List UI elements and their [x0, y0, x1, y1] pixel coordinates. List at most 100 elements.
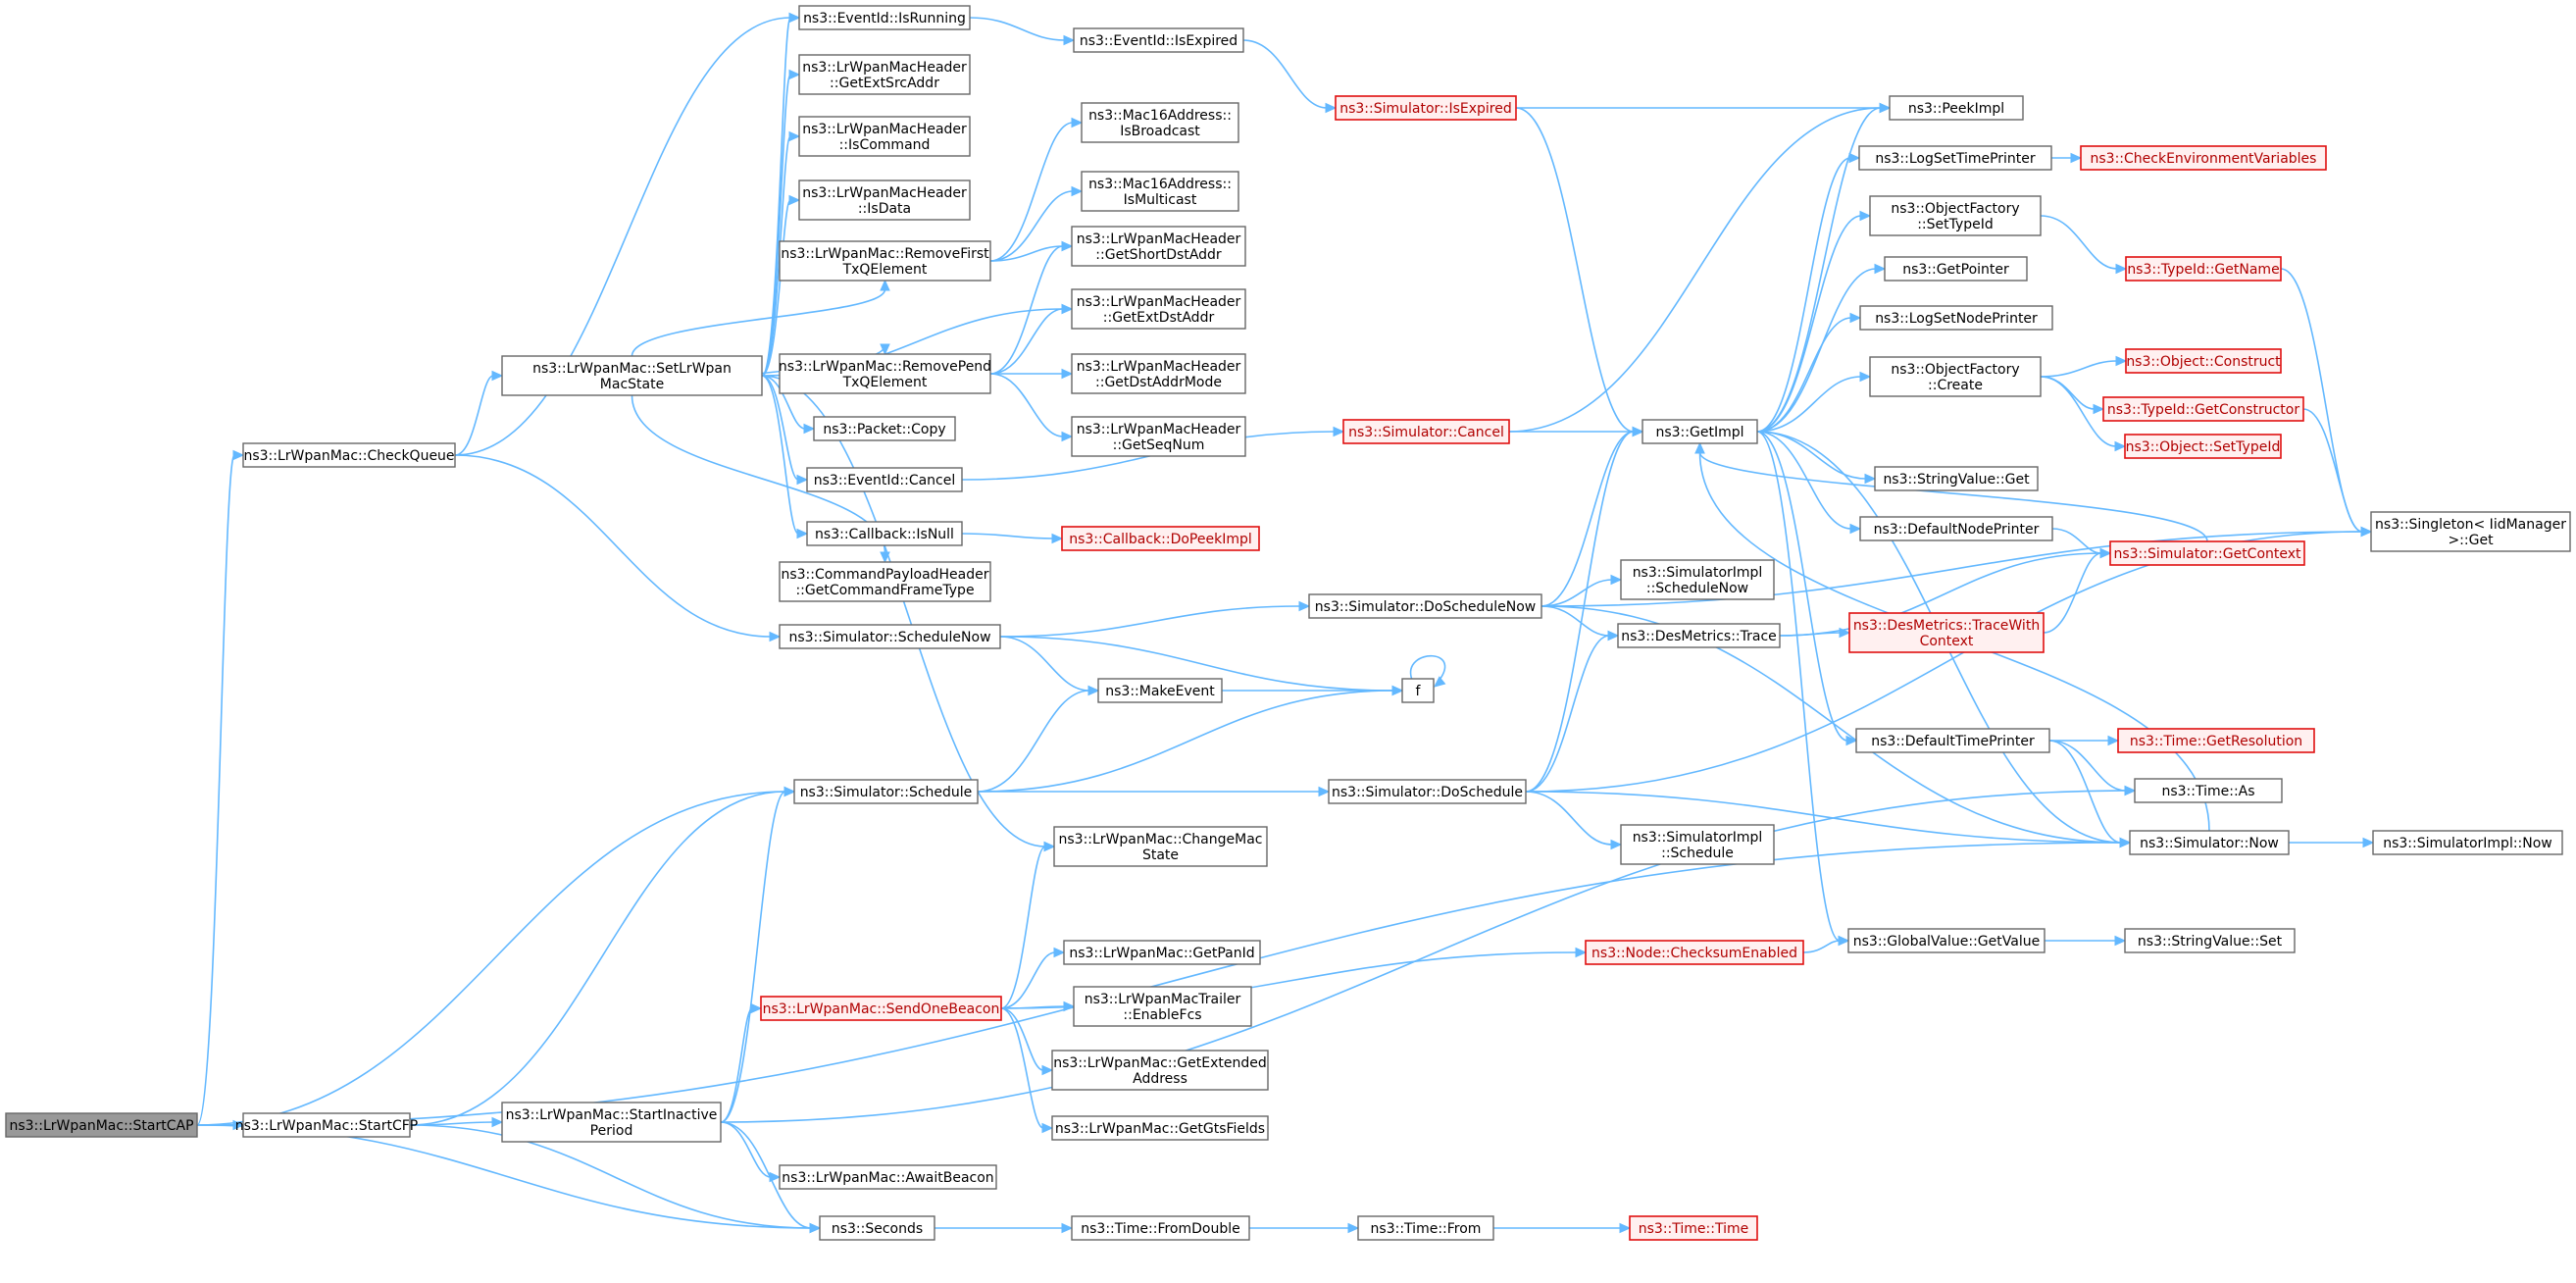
node-cbisnull[interactable]: ns3::Callback::IsNull [806, 521, 963, 546]
edge-arrowhead [788, 12, 801, 24]
node-getresolution[interactable]: ns3::Time::GetResolution [2117, 728, 2315, 753]
edge-line [720, 790, 2127, 1123]
node-label: ns3::EventId::IsExpired [1080, 33, 1237, 49]
node-cmdframetype[interactable]: ns3::CommandPayloadHeader::GetCommandFra… [779, 561, 991, 602]
node-getextdst[interactable]: ns3::LrWpanMacHeader::GetExtDstAddr [1071, 288, 1246, 330]
node-peekimpl[interactable]: ns3::PeekImpl [1889, 95, 2024, 121]
node-label: ns3::Mac16Address:: [1088, 108, 1232, 124]
node-getcontext[interactable]: ns3::Simulator::GetContext [2109, 540, 2305, 566]
node-box [1342, 419, 1510, 444]
node-box [779, 1164, 997, 1190]
node-getpanid[interactable]: ns3::LrWpanMac::GetPanId [1063, 940, 1261, 965]
edge-timefrom-to-timetime [1493, 1222, 1632, 1234]
node-globalgetvalue[interactable]: ns3::GlobalValue::GetValue [1847, 928, 2046, 953]
node-ofcreate[interactable]: ns3::ObjectFactory::Create [1869, 356, 2042, 397]
node-defaulttimeprinter[interactable]: ns3::DefaultTimePrinter [1855, 728, 2050, 753]
node-simnow[interactable]: ns3::Simulator::Now [2129, 830, 2290, 855]
node-getseqnum[interactable]: ns3::LrWpanMacHeader::GetSeqNum [1071, 416, 1246, 457]
edge-arrowhead [1848, 152, 1861, 164]
node-typeidgetname[interactable]: ns3::TypeId::GetName [2125, 256, 2282, 282]
node-timeas[interactable]: ns3::Time::As [2134, 778, 2283, 803]
node-iscommand[interactable]: ns3::LrWpanMacHeader::IsCommand [798, 116, 971, 157]
node-getextsrc[interactable]: ns3::LrWpanMacHeader::GetExtSrcAddr [798, 54, 971, 95]
node-checksum[interactable]: ns3::Node::ChecksumEnabled [1585, 940, 1804, 965]
node-box [760, 996, 1002, 1021]
node-doschedule[interactable]: ns3::Simulator::DoSchedule [1328, 779, 1527, 804]
node-seconds[interactable]: ns3::Seconds [819, 1215, 935, 1241]
node-simcancel[interactable]: ns3::Simulator::Cancel [1342, 419, 1510, 444]
edge-line [1541, 531, 2363, 607]
node-simimplschednow[interactable]: ns3::SimulatorImpl::ScheduleNow [1620, 559, 1775, 600]
node-ofsettypeid[interactable]: ns3::ObjectFactory::SetTypeId [1869, 195, 2042, 236]
node-objconstruct[interactable]: ns3::Object::Construct [2125, 348, 2282, 374]
edge-line [1756, 431, 1841, 942]
node-desmetricstrace[interactable]: ns3::DesMetrics::Trace [1617, 623, 1781, 648]
node-objsettypeid[interactable]: ns3::Object::SetTypeId [2124, 434, 2282, 459]
node-getimpl[interactable]: ns3::GetImpl [1642, 419, 1758, 444]
node-label: IsMulticast [1124, 192, 1197, 208]
node-label: ::Schedule [1661, 846, 1734, 861]
node-singletonget[interactable]: ns3::Singleton< IidManager>::Get [2370, 511, 2571, 552]
node-logsettimeprinter[interactable]: ns3::LogSetTimePrinter [1858, 145, 2052, 171]
node-getdstmode[interactable]: ns3::LrWpanMacHeader::GetDstAddrMode [1071, 353, 1246, 394]
node-dopeekimpl[interactable]: ns3::Callback::DoPeekImpl [1061, 526, 1260, 551]
node-getgts[interactable]: ns3::LrWpanMac::GetGtsFields [1051, 1115, 1269, 1141]
node-stringvalueset[interactable]: ns3::StringValue::Set [2124, 928, 2296, 953]
edge-line [720, 1007, 753, 1123]
node-simimplsched[interactable]: ns3::SimulatorImpl::Schedule [1620, 824, 1775, 865]
edge-line [409, 791, 786, 1126]
node-checkqueue[interactable]: ns3::LrWpanMac::CheckQueue [242, 442, 456, 468]
node-isdata[interactable]: ns3::LrWpanMacHeader::IsData [798, 180, 971, 221]
node-makeevent[interactable]: ns3::MakeEvent [1097, 678, 1223, 703]
node-stringvalueget[interactable]: ns3::StringValue::Get [1874, 466, 2039, 491]
edge-arrowhead [2115, 263, 2128, 275]
node-defaultnodeprinter[interactable]: ns3::DefaultNodePrinter [1859, 516, 2053, 541]
node-simimplnow[interactable]: ns3::SimulatorImpl::Now [2372, 830, 2563, 855]
node-eventcancel[interactable]: ns3::EventId::Cancel [806, 467, 963, 492]
node-timefrom[interactable]: ns3::Time::From [1357, 1215, 1494, 1241]
edge-line [2048, 740, 2127, 792]
node-doschedulenow[interactable]: ns3::Simulator::DoScheduleNow [1308, 593, 1542, 619]
edge-removepend-to-getdstmode [990, 368, 1074, 380]
node-label: MacState [600, 377, 664, 392]
node-startcfp[interactable]: ns3::LrWpanMac::StartCFP [235, 1112, 419, 1138]
edge-sendonebeacon-to-getgts [1000, 1007, 1054, 1134]
node-label: ns3::MakeEvent [1105, 684, 1215, 699]
node-simisexpired[interactable]: ns3::Simulator::IsExpired [1335, 95, 1517, 121]
node-typeidgetctor[interactable]: ns3::TypeId::GetConstructor [2102, 396, 2304, 422]
edge-line [454, 375, 494, 456]
node-getshortdst[interactable]: ns3::LrWpanMacHeader::GetShortDstAddr [1071, 226, 1246, 267]
node-enablefcs[interactable]: ns3::LrWpanMacTrailer::EnableFcs [1073, 986, 1252, 1027]
node-box [1071, 288, 1246, 330]
node-isbroadcast[interactable]: ns3::Mac16Address::IsBroadcast [1081, 102, 1239, 143]
edge-removepend-to-getextdst [989, 303, 1074, 375]
node-label: ns3::Simulator::Now [2140, 836, 2279, 851]
edge-defaulttimeprinter-to-timeas [2048, 740, 2137, 796]
node-schedule[interactable]: ns3::Simulator::Schedule [793, 779, 979, 804]
node-awaitbeacon[interactable]: ns3::LrWpanMac::AwaitBeacon [779, 1164, 997, 1190]
node-getpointer[interactable]: ns3::GetPointer [1884, 256, 2028, 282]
node-timetime[interactable]: ns3::Time::Time [1629, 1215, 1758, 1241]
node-packetcopy[interactable]: ns3::Packet::Copy [813, 416, 956, 441]
node-isrunning[interactable]: ns3::EventId::IsRunning [798, 5, 971, 30]
edge-simisexpired-to-getimpl [1515, 107, 1644, 437]
node-startcap[interactable]: ns3::LrWpanMac::StartCAP [5, 1112, 198, 1138]
node-label: ::GetExtDstAddr [1103, 310, 1215, 326]
node-logsetnodeprinter[interactable]: ns3::LogSetNodePrinter [1859, 305, 2053, 331]
node-eventisexpired[interactable]: ns3::EventId::IsExpired [1073, 27, 1244, 53]
node-ismulticast[interactable]: ns3::Mac16Address::IsMulticast [1081, 171, 1239, 212]
node-schedulenow[interactable]: ns3::Simulator::ScheduleNow [779, 624, 1001, 649]
node-fromdouble[interactable]: ns3::Time::FromDouble [1071, 1215, 1250, 1241]
node-f[interactable]: f [1401, 678, 1435, 703]
node-sendonebeacon[interactable]: ns3::LrWpanMac::SendOneBeacon [760, 996, 1002, 1021]
node-checkenv[interactable]: ns3::CheckEnvironmentVariables [2080, 145, 2327, 171]
edge-f-to-f [1409, 654, 1446, 688]
